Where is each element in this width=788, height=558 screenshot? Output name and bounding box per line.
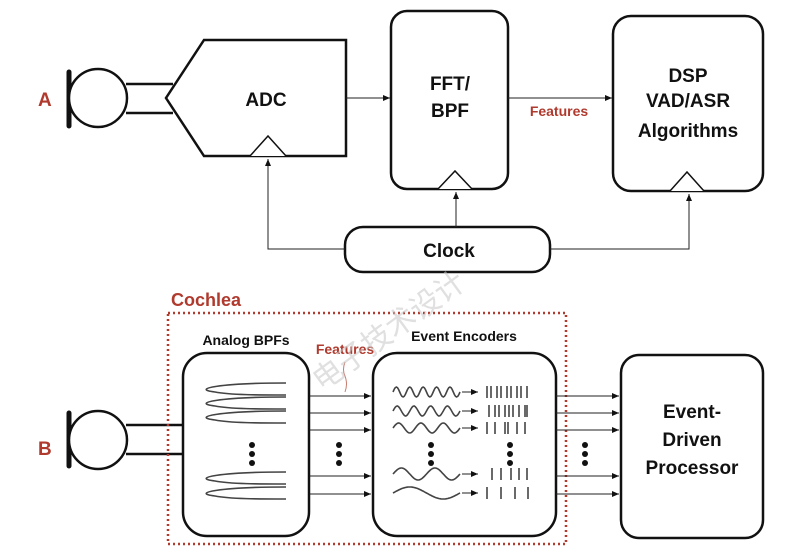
panel-b: B Cochlea Analog BPFs Features Event Enc… [38,290,765,546]
adc-label: ADC [245,90,286,111]
bandpass-filter-curves-icon [205,382,287,500]
clock-input-triangle-icon [437,169,473,190]
adc-block: ADC [164,38,348,158]
signal-wave [392,486,461,500]
filter-curve [205,410,287,424]
event-encoders-label: Event Encoders [411,328,517,344]
clock-input-triangle-icon [669,170,705,192]
clock-block: Clock [343,225,552,274]
event-encoders-block [371,351,558,538]
signal-wave [392,386,461,398]
mic-wires [126,423,183,456]
features-label-b: Features [316,341,375,357]
ellipsis-icon [507,442,513,466]
dsp-block: DSP VAD/ASR Algorithms [611,14,765,193]
ellipsis-icon [582,442,588,466]
clock-distribution-lines [265,159,692,250]
encoder-rows [392,386,529,500]
processor-label-line1: Event- [663,402,721,423]
analog-bpfs-label: Analog BPFs [202,332,289,348]
analog-bpfs-block [181,351,311,538]
clock-input-triangle-icon [249,134,287,157]
ellipsis-icon [336,442,342,466]
signal-wave [392,405,461,417]
clock-label: Clock [423,241,475,262]
ellipsis-icon [249,442,255,466]
bpf-label: BPF [431,101,469,122]
fft-label: FFT/ [430,74,471,95]
microphone-icon [66,409,129,471]
panel-b-label: B [38,439,52,460]
event-channel-arrows [556,393,619,497]
microphone-icon [66,67,129,129]
panel-a-label: A [38,90,52,111]
vad-asr-label: VAD/ASR [646,91,730,112]
processor-label-line2: Driven [662,430,721,451]
filter-curve [205,486,287,500]
feature-channel-arrows [310,393,371,497]
filter-curve [205,382,287,396]
algorithms-label: Algorithms [638,121,738,142]
dsp-label: DSP [668,66,707,87]
signal-wave [392,467,461,481]
features-label-a: Features [530,103,589,119]
event-driven-processor-block: Event- Driven Processor [619,353,765,540]
filter-curve [205,396,287,410]
signal-wave [392,422,461,434]
fft-bpf-block: FFT/ BPF [389,9,510,191]
cochlea-label: Cochlea [171,290,242,310]
processor-label-line3: Processor [646,458,740,479]
filter-curve [205,471,287,485]
features-pointer [343,361,347,393]
ellipsis-icon [428,442,434,466]
panel-a: A ADC FFT/ BPF Features DSP VAD/ASR [38,9,765,274]
mic-wires [126,82,173,115]
